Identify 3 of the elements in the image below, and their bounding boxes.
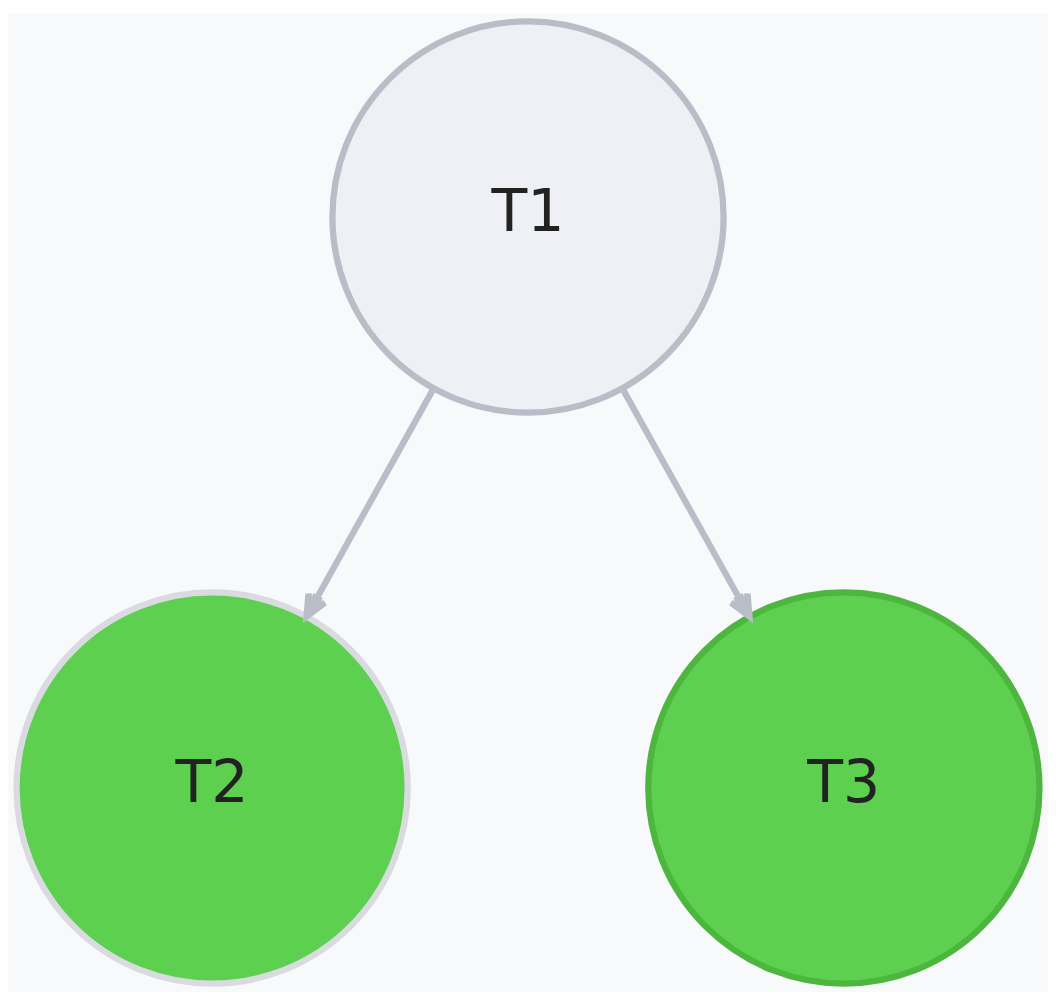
arrow (303, 386, 437, 620)
node-circle: T1 (329, 17, 727, 416)
arrow (619, 386, 753, 620)
